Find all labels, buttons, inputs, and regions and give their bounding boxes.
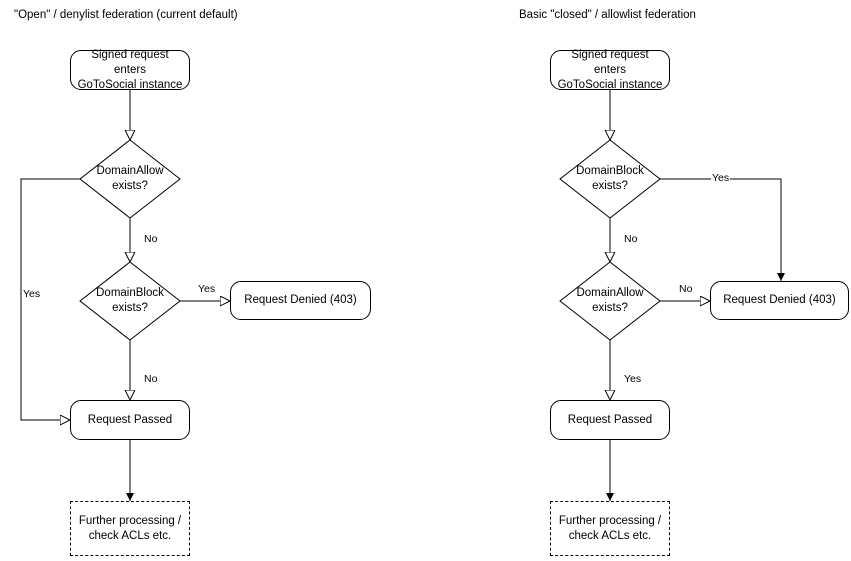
edge-block-yes-to-denied-right [660,178,785,281]
node-label: Request Denied (403) [244,294,357,306]
node-request-denied-right: Request Denied (403) [710,281,849,320]
edge-label-allow-yes-right: Yes [623,373,643,385]
node-label: Request Passed [567,413,653,426]
node-line-2: GoToSocial instance [557,78,663,91]
diamond-shape [559,261,661,341]
node-line-1: Signed request enters [571,48,649,76]
node-label: Signed request enters GoToSocial instanc… [551,48,669,93]
node-line-2: GoToSocial instance [77,78,183,91]
node-signed-request-enters-right: Signed request enters GoToSocial instanc… [550,48,670,93]
node-line-1: Further processing / [558,514,662,527]
diamond-shape [559,139,661,219]
node-line-1: Further processing / [78,514,182,527]
node-label: Request Passed [87,413,173,426]
node-line-1: Signed request enters [91,48,169,76]
edge-label-block-yes-left: Yes [197,283,217,295]
node-decision-domainblock-left: DomainBlock exists? [79,261,181,341]
edge-label-block-no-right: No [623,233,639,245]
node-request-passed-right: Request Passed [550,400,670,440]
edge-label-allow-no-left: No [143,233,159,245]
node-decision-domainallow-right: DomainAllow exists? [559,261,661,341]
diagram-title-open-denylist: "Open" / denylist federation (current de… [14,9,238,21]
edge-label-block-yes-right: Yes [711,172,731,184]
diamond-shape [79,261,181,341]
node-signed-request-enters-left: Signed request enters GoToSocial instanc… [70,48,190,93]
node-label: Signed request enters GoToSocial instanc… [71,48,189,93]
edge-label-allow-yes-left: Yes [22,288,42,300]
node-request-denied-left: Request Denied (403) [230,281,371,320]
node-further-processing-left: Further processing / check ACLs etc. [70,501,190,556]
edge-allow-yes-to-passed [20,178,80,420]
edge-label-allow-no-right: No [678,283,694,295]
node-label: Further processing / check ACLs etc. [73,514,187,544]
node-line-2: check ACLs etc. [568,529,652,542]
diamond-shape [79,139,181,219]
diagram-title-closed-allowlist: Basic "closed" / allowlist federation [519,9,696,21]
node-further-processing-right: Further processing / check ACLs etc. [550,501,670,556]
edge-label-block-no-left: No [143,373,159,385]
node-line-2: check ACLs etc. [88,529,172,542]
node-request-passed-left: Request Passed [70,400,190,440]
node-label: Request Denied (403) [723,294,836,306]
node-decision-domainallow-left: DomainAllow exists? [79,139,181,219]
node-decision-domainblock-right: DomainBlock exists? [559,139,661,219]
node-label: Further processing / check ACLs etc. [553,514,667,544]
